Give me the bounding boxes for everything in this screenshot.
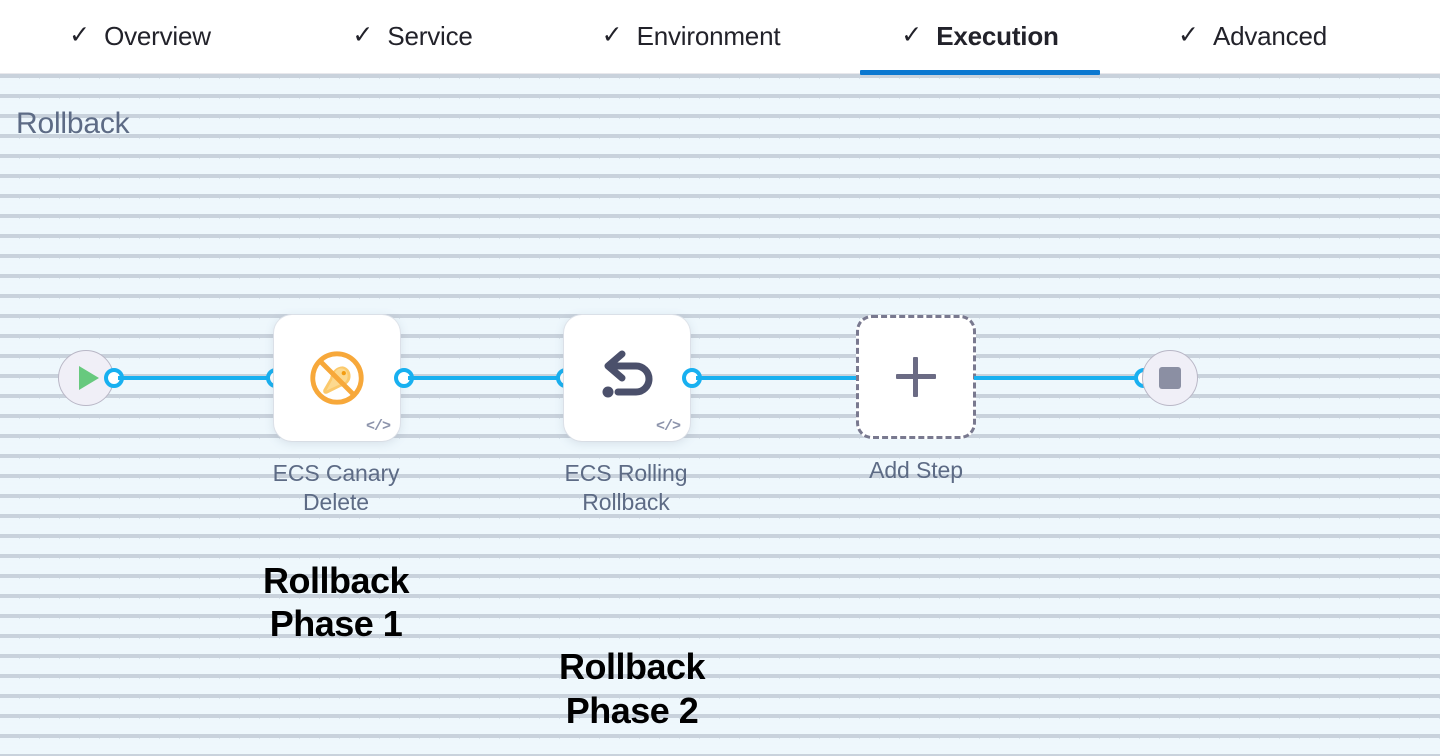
rollback-flow-graph: </> ECS Canary Delete </> ECS Rolling Ro…: [0, 74, 1440, 756]
tab-overview-label: Overview: [104, 21, 211, 51]
ecs-canary-delete-icon: [310, 351, 364, 405]
code-badge-icon[interactable]: </>: [365, 418, 391, 435]
tab-service-label: Service: [387, 21, 473, 51]
rollback-undo-icon: [602, 350, 653, 398]
annotation-rollback-phase-1: Rollback Phase 1: [206, 559, 466, 645]
check-icon: ✓: [1178, 21, 1199, 49]
connector-line-start-to-step1: [118, 376, 272, 380]
step-node-ecs-rolling-rollback[interactable]: </>: [564, 315, 690, 441]
tab-execution[interactable]: ✓ Execution: [860, 0, 1100, 75]
step-caption-ecs-canary-delete: ECS Canary Delete: [236, 459, 436, 518]
tab-active-underline: [860, 69, 1100, 75]
caption-line-1: ECS Rolling: [564, 460, 688, 486]
step-node-ecs-canary-delete[interactable]: </>: [274, 315, 400, 441]
wizard-tab-bar: ✓ Overview ✓ Service ✓ Environment ✓ Exe…: [0, 0, 1440, 75]
tab-advanced[interactable]: ✓ Advanced: [1155, 0, 1350, 74]
caption-line-2: Delete: [303, 489, 369, 516]
plus-icon: [896, 357, 936, 397]
annotation-line-1: Rollback: [262, 560, 410, 601]
check-icon: ✓: [901, 21, 923, 49]
stop-icon: [1159, 367, 1181, 389]
check-icon: ✓: [352, 21, 374, 49]
step-caption-ecs-rolling-rollback: ECS Rolling Rollback: [526, 459, 726, 518]
add-step-button[interactable]: [856, 315, 976, 439]
play-icon: [78, 366, 99, 390]
add-step-label: Add Step: [869, 457, 963, 483]
tab-execution-label: Execution: [936, 21, 1059, 51]
annotation-line-1: Rollback: [558, 646, 706, 688]
annotation-line-2: Phase 1: [269, 603, 403, 645]
caption-line-2: Rollback: [582, 489, 670, 516]
section-title-rollback: Rollback: [16, 107, 130, 140]
flow-end-node[interactable]: [1142, 350, 1198, 406]
tab-service[interactable]: ✓ Service: [330, 0, 495, 74]
tab-environment[interactable]: ✓ Environment: [580, 0, 802, 74]
annotation-rollback-phase-2: Rollback Phase 2: [502, 645, 762, 731]
connector-line-step1-to-step2: [408, 376, 560, 380]
tab-environment-label: Environment: [636, 21, 781, 51]
connector-line-step2-to-addstep: [696, 376, 858, 380]
check-icon: ✓: [69, 21, 91, 49]
annotation-line-2: Phase 2: [565, 689, 699, 731]
tab-advanced-label: Advanced: [1212, 21, 1327, 51]
check-icon: ✓: [601, 21, 623, 49]
code-badge-icon[interactable]: </>: [655, 418, 681, 435]
tab-overview[interactable]: ✓ Overview: [50, 0, 230, 74]
caption-line-1: ECS Canary: [272, 460, 400, 486]
pipeline-canvas[interactable]: Rollback </> ECS Canary Delete: [0, 74, 1440, 756]
connector-line-addstep-to-end: [974, 376, 1140, 380]
